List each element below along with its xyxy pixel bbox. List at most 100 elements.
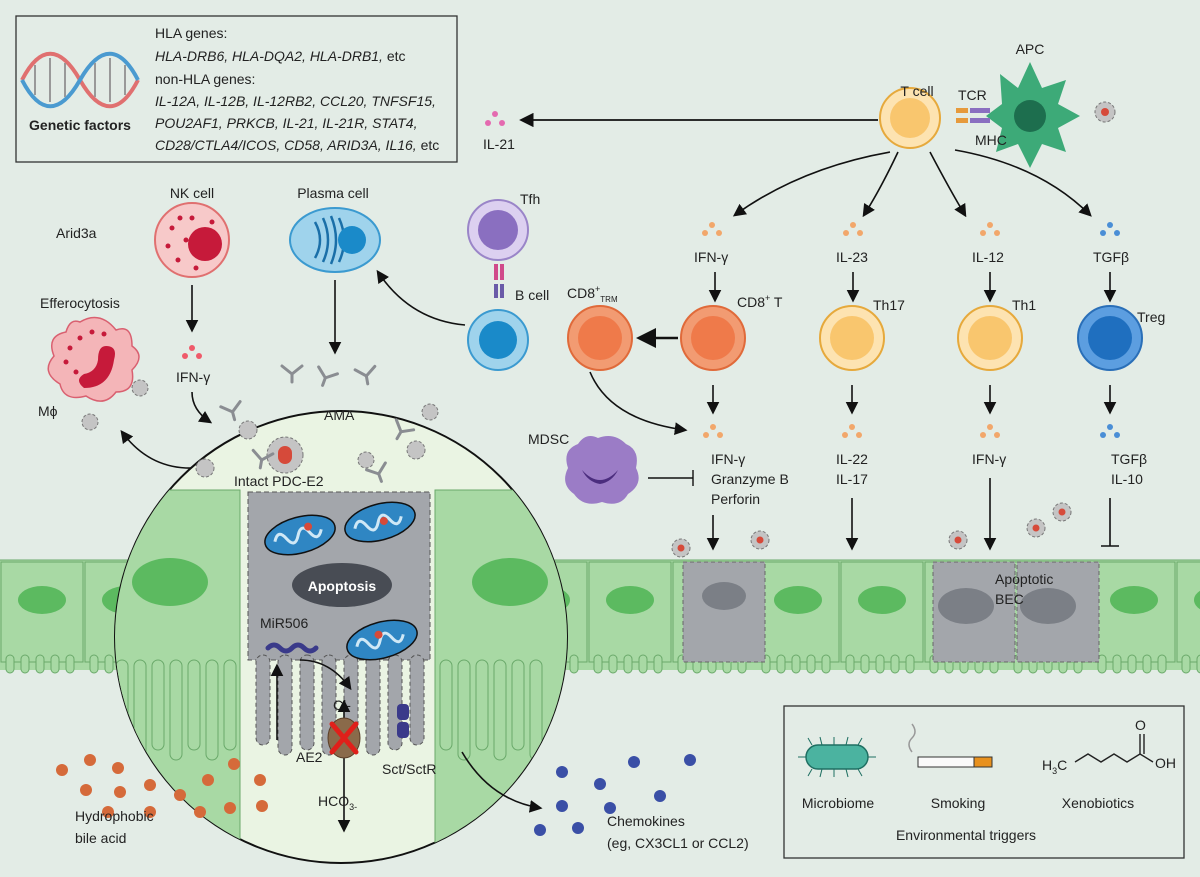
epithelial-cell	[1092, 561, 1176, 674]
arid3a-label: Arid3a	[56, 225, 97, 241]
cd8-t-cell: CD8+ T	[680, 293, 783, 371]
ifn-gamma-dots	[702, 222, 722, 236]
ama-label: AMA	[324, 407, 355, 423]
mir506-strand	[265, 642, 319, 654]
antibody-icon	[280, 364, 304, 384]
macrophage: Efferocytosis Mϕ	[38, 295, 196, 469]
antibody-icon	[219, 400, 242, 422]
bile-acid-label-2: bile acid	[75, 830, 126, 846]
antibody-icon	[251, 448, 275, 470]
apoptotic-cell-3	[1016, 561, 1100, 663]
apc-cell: APC	[986, 41, 1080, 168]
svg-text:CD8+ T: CD8+ T	[737, 293, 783, 310]
cd8-secreted-dots	[703, 424, 723, 438]
svg-text:CD8+TRM: CD8+TRM	[567, 284, 618, 304]
apoptosis-nucleus	[292, 563, 392, 607]
svg-text:HLA-DRB6, HLA-DQA2, HLA-DRB1,: HLA-DRB6, HLA-DQA2, HLA-DRB1, etc	[155, 48, 406, 64]
antibody-icon	[394, 418, 416, 441]
il23-dots	[843, 222, 863, 236]
nk-ifn-label: IFN-γ	[176, 369, 210, 385]
t-cell-label: T cell	[900, 83, 933, 99]
plasma-cell: Plasma cell	[289, 185, 381, 355]
dna-helix-icon	[20, 51, 140, 109]
genetic-factors-box: Genetic factors HLA genes: HLA-DRB6, HLA…	[15, 15, 458, 163]
treg-label: Treg	[1137, 309, 1165, 325]
mhc-label: MHC	[975, 132, 1007, 148]
smoking-label: Smoking	[931, 795, 985, 811]
bile-acid-label-1: Hydrophobic	[75, 808, 154, 824]
hco3-label: HCO	[318, 793, 349, 809]
chloride-label: Cl-	[333, 697, 351, 713]
ifn-gamma-top-label: IFN-γ	[694, 249, 728, 265]
chemokines-label-2: (eg, CX3CL1 or CCL2)	[607, 835, 749, 851]
sct-receptor	[397, 704, 409, 738]
xenobiotic-structure-icon: H3C O OH	[1042, 717, 1176, 776]
bile-acid-particles	[56, 754, 268, 818]
arrow-bcell-to-plasma	[376, 269, 466, 326]
mdsc-label: MDSC	[528, 431, 569, 447]
tfh-label: Tfh	[520, 191, 540, 207]
th17-cell: Th17	[819, 297, 905, 371]
plasma-cell-label: Plasma cell	[297, 185, 369, 201]
th1-cell: Th1	[957, 297, 1036, 371]
mitochondria	[264, 501, 418, 661]
non-hla-line-3: CD28/CTLA4/ICOS, CD58, ARID3A, IL16,	[155, 137, 417, 153]
svg-text:OH: OH	[1155, 755, 1176, 771]
chemokine-particles	[534, 754, 696, 836]
il12-label: IL-12	[972, 249, 1004, 265]
il12-dots	[980, 222, 1000, 236]
tfh-bcell-synapse	[494, 264, 504, 298]
treg-cell: Treg	[1077, 305, 1165, 371]
tcr-mhc-complex: TCR MHC	[956, 87, 1007, 148]
epithelial-cell	[840, 561, 924, 674]
th1-secreted-dots	[980, 424, 1000, 438]
intact-pdc-label: Intact PDC-E2	[234, 473, 324, 489]
antibody-icon	[317, 365, 339, 387]
cd8-output-perforin: Perforin	[711, 491, 760, 507]
th17-output-il17: IL-17	[836, 471, 868, 487]
apc-label: APC	[1016, 41, 1045, 57]
cigarette-icon	[908, 723, 993, 768]
t-cell-differentiation-arrows	[732, 149, 1092, 218]
sct-label: Sct/SctR	[382, 761, 436, 777]
epithelial-cell	[1176, 561, 1200, 674]
environmental-triggers-caption: Environmental triggers	[896, 827, 1036, 843]
hla-title: HLA genes:	[155, 25, 227, 41]
svg-text:H3C: H3C	[1042, 757, 1067, 776]
non-hla-line-2: POU2AF1, PRKCB, IL-21, IL-21R, STAT4,	[155, 115, 417, 131]
chemokines-label-1: Chemokines	[607, 813, 685, 829]
apoptosis-label: Apoptosis	[308, 578, 377, 594]
apoptotic-bodies	[671, 502, 1072, 558]
environmental-triggers-box: Microbiome Smoking H3C O OH Xenobiotics …	[783, 705, 1185, 859]
non-hla-title: non-HLA genes:	[155, 71, 255, 87]
svg-text:HCO3-: HCO3-	[318, 793, 357, 812]
il21-label: IL-21	[483, 136, 515, 152]
bacterium-icon	[798, 736, 876, 778]
pdc-e2-intact	[266, 436, 304, 474]
cd8-output-granzyme: Granzyme B	[711, 471, 789, 487]
arrow-to-chemokines	[461, 751, 543, 813]
non-hla-line-1: IL-12A, IL-12B, IL-12RB2, CCL20, TNFSF15…	[155, 93, 436, 109]
epithelial-cell	[588, 561, 672, 674]
nk-cell-label: NK cell	[170, 185, 214, 201]
svg-text:O: O	[1135, 717, 1146, 733]
xenobiotics-label: Xenobiotics	[1062, 795, 1134, 811]
hla-gene-list: HLA-DRB6, HLA-DQA2, HLA-DRB1,	[155, 48, 383, 64]
tfh-cell: Tfh	[467, 191, 540, 261]
antibody-icon	[365, 461, 387, 483]
th17-label: Th17	[873, 297, 905, 313]
il21-dots	[485, 111, 505, 126]
mir506-label: MiR506	[260, 615, 308, 631]
apoptotic-bec-cells: Apoptotic BEC	[682, 561, 1100, 663]
cd8-output-ifn: IFN-γ	[711, 451, 745, 467]
cd8-trm-cell: CD8+TRM	[567, 284, 633, 371]
tgfb-top-label: TGFβ	[1093, 249, 1129, 265]
apoptotic-cell-1	[682, 561, 766, 663]
microbiome-label: Microbiome	[802, 795, 875, 811]
svg-text:CD28/CTLA4/ICOS, CD58, ARID3A,: CD28/CTLA4/ICOS, CD58, ARID3A, IL16, etc	[155, 137, 439, 153]
antigen-particle	[1094, 101, 1116, 123]
epithelial-cell	[0, 561, 84, 674]
arrow-trm-to-effectors	[589, 371, 688, 435]
apoptotic-bec-label-2: BEC	[995, 591, 1024, 607]
macrophage-label: Mϕ	[38, 403, 58, 419]
